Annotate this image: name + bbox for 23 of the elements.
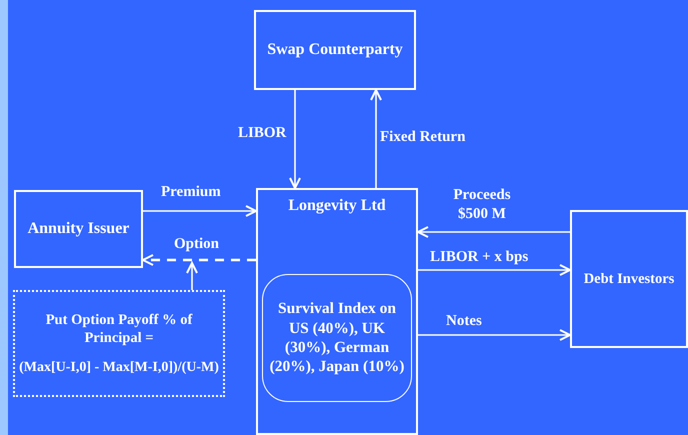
process-box [14, 190, 143, 268]
process-box [256, 188, 418, 435]
arrow [370, 89, 382, 188]
arrow [417, 226, 570, 238]
arrow [418, 329, 571, 341]
arrow [289, 90, 301, 189]
arrow [142, 254, 256, 266]
note-box [13, 290, 225, 397]
rounded-box [262, 274, 412, 402]
arrow [186, 262, 198, 290]
node-text: (Max[U-I,0] - Max[M-I,0])/(U-M) [19, 358, 219, 376]
edge-label: Option [172, 235, 222, 254]
process-box [254, 10, 416, 90]
node-text: Put Option Payoff % of Principal = [44, 310, 194, 347]
node-text: Survival Index on US (40%), UK (30%), German (20%), Japan (10%) [268, 299, 406, 377]
node-text: Longevity Ltd [288, 196, 386, 216]
process-box [570, 210, 688, 348]
arrow [418, 264, 571, 276]
node-text: Swap Counterparty [267, 40, 403, 60]
node-text: Annuity Issuer [28, 219, 130, 239]
arrow [143, 205, 257, 217]
edge-label: LIBOR + x bps [428, 248, 530, 267]
node-text: Debt Investors [584, 270, 674, 288]
